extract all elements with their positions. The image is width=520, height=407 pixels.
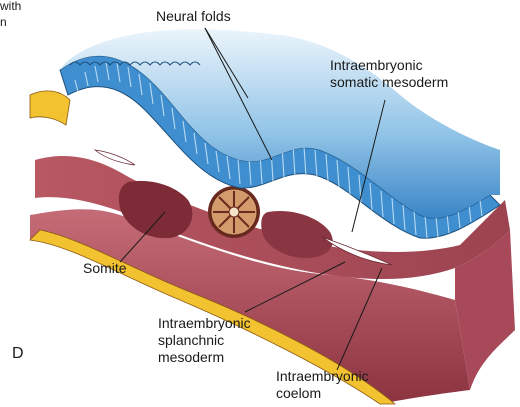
label-somatic-mesoderm: Intraembryonic somatic mesoderm: [330, 57, 448, 91]
neural-tube: [208, 186, 260, 238]
partial-caption-text: with n: [0, 0, 21, 30]
label-neural-folds: Neural folds: [156, 8, 231, 25]
coelom-slit-left: [95, 150, 135, 165]
label-coelom: Intraembryonic coelom: [276, 368, 369, 402]
label-somite: Somite: [83, 260, 127, 277]
label-splanchnic-mesoderm: Intraembryonic splanchnic mesoderm: [158, 315, 251, 366]
left-yolk-edge: [30, 91, 70, 125]
panel-letter: D: [12, 345, 24, 362]
